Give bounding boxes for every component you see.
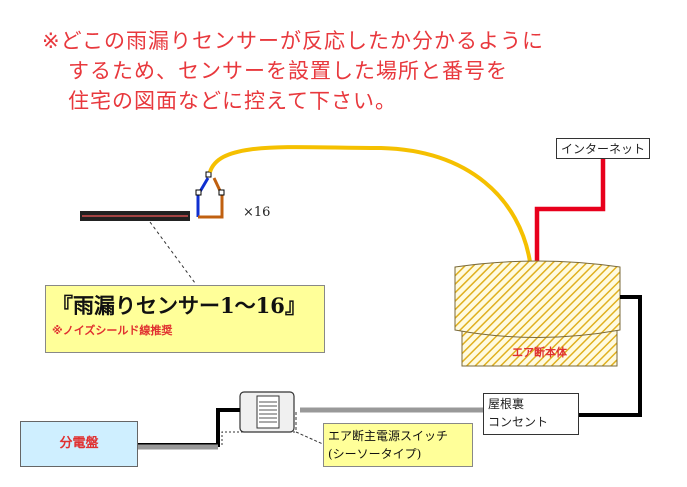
air-unit bbox=[454, 260, 621, 367]
switch-lead bbox=[221, 431, 296, 445]
switch-label-line-1: エア断主電源スイッチ bbox=[328, 429, 449, 443]
internet-cable bbox=[534, 155, 606, 262]
switch-power-cable bbox=[135, 408, 240, 447]
internet-label: インターネット bbox=[556, 138, 651, 159]
switch-callout-line bbox=[295, 412, 326, 446]
sensor-title: 『雨漏りセンサー1～16』 bbox=[52, 293, 306, 318]
switch-icon bbox=[239, 391, 295, 433]
sensor-connector-icon bbox=[195, 171, 225, 219]
air-unit-label: エア断本体 bbox=[512, 346, 567, 359]
sensor-cable bbox=[208, 145, 532, 263]
note-line-1: ※どこの雨漏りセンサーが反応したか分かるように bbox=[42, 29, 544, 53]
note-line-3: 住宅の図面などに控えて下さい。 bbox=[68, 89, 397, 113]
distribution-panel: 分電盤 bbox=[20, 421, 138, 467]
sensor-callout-line bbox=[149, 221, 196, 284]
sensor-strip bbox=[80, 211, 190, 221]
unit-power-cable bbox=[570, 295, 642, 417]
outlet-label-line-2: コンセント bbox=[488, 415, 549, 429]
outlet-label: 屋根裏 コンセント bbox=[483, 393, 579, 435]
sensor-info-box: 『雨漏りセンサー1～16』 ※ノイズシールド線推奨 bbox=[45, 285, 325, 353]
instruction-note: ※どこの雨漏りセンサーが反応したか分かるように するため、センサーを設置した場所… bbox=[42, 26, 662, 116]
sensor-count: ×16 bbox=[243, 205, 271, 220]
switch-label: エア断主電源スイッチ (シーソータイプ) bbox=[323, 423, 473, 467]
note-line-2: するため、センサーを設置した場所と番号を bbox=[68, 59, 508, 83]
outlet-label-line-1: 屋根裏 bbox=[488, 397, 525, 411]
switch-label-line-2: (シーソータイプ) bbox=[328, 447, 422, 461]
sensor-note: ※ノイズシールド線推奨 bbox=[52, 324, 173, 337]
